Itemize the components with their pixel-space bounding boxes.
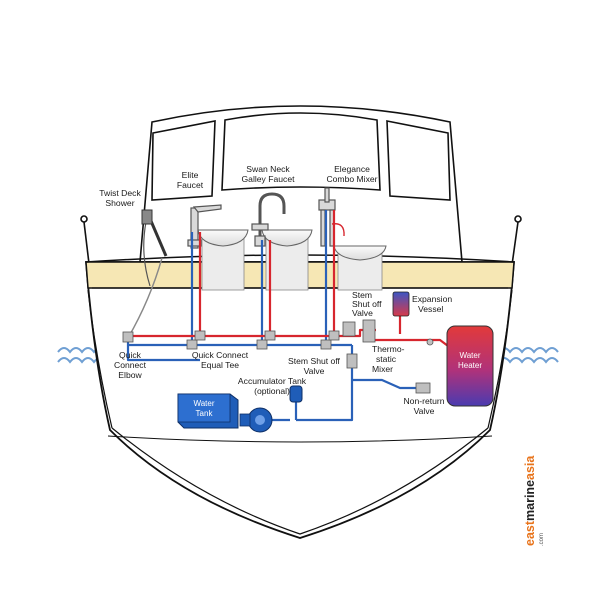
water-heater-label-2: Heater xyxy=(458,361,482,370)
label-swan-neck-1: Swan Neck xyxy=(246,164,290,174)
watermark-logo: eastmarineasia .com xyxy=(523,455,545,546)
water-tank: Water Tank xyxy=(177,393,239,429)
label-elegance-1: Elegance xyxy=(334,164,370,174)
cabin xyxy=(139,105,463,263)
watermark-part1: east xyxy=(523,520,537,546)
elite-faucet xyxy=(187,204,222,249)
water-heater-label-1: Water xyxy=(459,351,480,360)
label-thermostatic-mixer-2: static xyxy=(376,354,397,364)
watermark-suffix: .com xyxy=(539,533,545,546)
twist-deck-shower xyxy=(127,209,168,339)
stem-shutoff-valve-fitting xyxy=(342,321,356,337)
cold-water-lines xyxy=(126,210,420,422)
sink-right xyxy=(333,245,387,261)
accumulator-tank xyxy=(289,385,303,403)
expansion-vessel xyxy=(392,291,410,317)
label-quick-connect-elbow-3: Elbow xyxy=(118,370,142,380)
label-swan-neck-2: Galley Faucet xyxy=(241,174,295,184)
label-quick-connect-elbow-2: Connect xyxy=(114,360,147,370)
watermark-part3: asia xyxy=(523,455,537,480)
label-stem-shutoff-top-3: Valve xyxy=(352,308,373,318)
labels: Twist Deck Shower Elite Faucet Swan Neck… xyxy=(99,164,452,416)
label-quick-connect-tee-2: Equal Tee xyxy=(201,360,239,370)
label-non-return-valve-1: Non-return xyxy=(403,396,444,406)
label-stem-shutoff-mid-2: Valve xyxy=(304,366,325,376)
fittings xyxy=(122,319,434,394)
watermark-part2: marine xyxy=(523,480,537,521)
label-twist-deck-shower-1: Twist Deck xyxy=(99,188,141,198)
label-expansion-vessel-2: Vessel xyxy=(418,304,443,314)
label-accumulator-tank-1: Accumulator Tank xyxy=(238,376,307,386)
thermostatic-mixer-fitting xyxy=(362,319,376,343)
sinks xyxy=(197,229,387,261)
label-stem-shutoff-mid-1: Stem Shut off xyxy=(288,356,341,366)
label-non-return-valve-2: Valve xyxy=(414,406,435,416)
label-quick-connect-tee-1: Quick Connect xyxy=(192,350,249,360)
label-elite-faucet-2: Faucet xyxy=(177,180,204,190)
quick-connect-elbow-fitting xyxy=(122,331,134,343)
label-quick-connect-elbow-1: Quick xyxy=(119,350,142,360)
label-elite-faucet-1: Elite xyxy=(182,170,199,180)
label-elegance-2: Combo Mixer xyxy=(326,174,377,184)
elegance-mixer xyxy=(318,187,345,247)
label-twist-deck-shower-2: Shower xyxy=(105,198,134,208)
label-stem-shutoff-top-2: Shut off xyxy=(352,299,382,309)
water-heater: Water Heater xyxy=(446,325,494,407)
non-return-valve-fitting xyxy=(415,382,431,394)
swan-neck-faucet xyxy=(251,192,286,247)
sink-left xyxy=(197,229,249,247)
label-thermostatic-mixer-3: Mixer xyxy=(372,364,393,374)
label-stem-shutoff-top-1: Stem xyxy=(352,290,372,300)
quick-connect-tee-fitting xyxy=(186,339,198,350)
svg-text:eastmarineasia: eastmarineasia xyxy=(523,455,537,546)
stem-shutoff-valve-mid-fitting xyxy=(346,353,358,369)
water-tank-label-1: Water xyxy=(193,399,214,408)
label-accumulator-tank-2: (optional) xyxy=(254,386,290,396)
water-tank-label-2: Tank xyxy=(196,409,214,418)
water-pump xyxy=(239,407,273,433)
label-expansion-vessel-1: Expansion xyxy=(412,294,452,304)
label-thermostatic-mixer-1: Thermo- xyxy=(372,344,405,354)
